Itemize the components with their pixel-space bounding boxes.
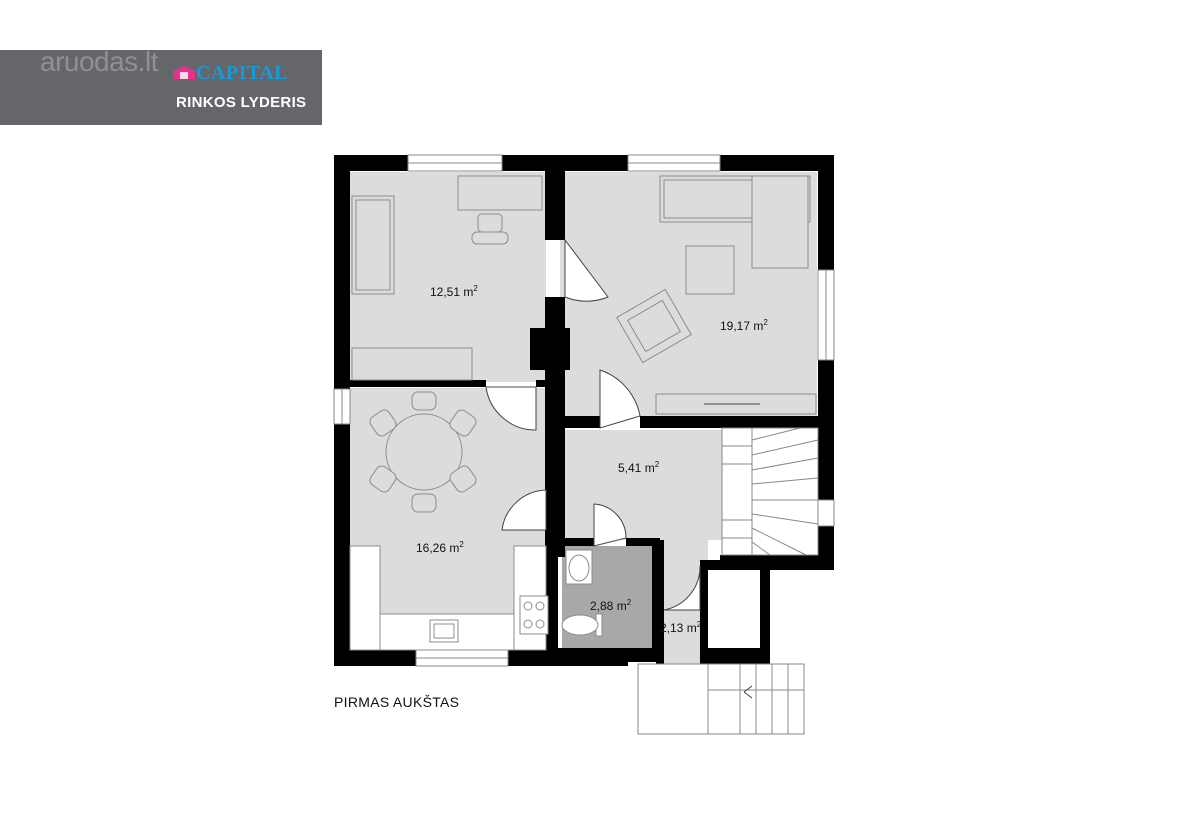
- room-area-bathroom: 2,88 m2: [590, 598, 632, 613]
- staircase: [721, 427, 819, 556]
- room-area-entrance: 2,13 m2: [660, 620, 702, 635]
- floor-title: PIRMAS AUKŠTAS: [334, 694, 460, 710]
- brand-banner: [0, 50, 322, 125]
- brand-name: CAPITAL: [196, 62, 289, 84]
- watermark-text: aruodas.lt: [40, 46, 158, 77]
- furniture: [349, 175, 817, 651]
- room-area-hall: 5,41 m2: [618, 460, 660, 475]
- room-area-living: 19,17 m2: [720, 318, 768, 333]
- walls: [334, 155, 834, 666]
- room-area-kitchen: 16,26 m2: [416, 540, 464, 555]
- house-roof-icon: [173, 65, 195, 79]
- porch-steps: [637, 663, 805, 735]
- room-area-office: 12,51 m2: [430, 284, 478, 299]
- windows: [333, 154, 835, 667]
- brand-tagline: RINKOS LYDERIS: [176, 94, 307, 111]
